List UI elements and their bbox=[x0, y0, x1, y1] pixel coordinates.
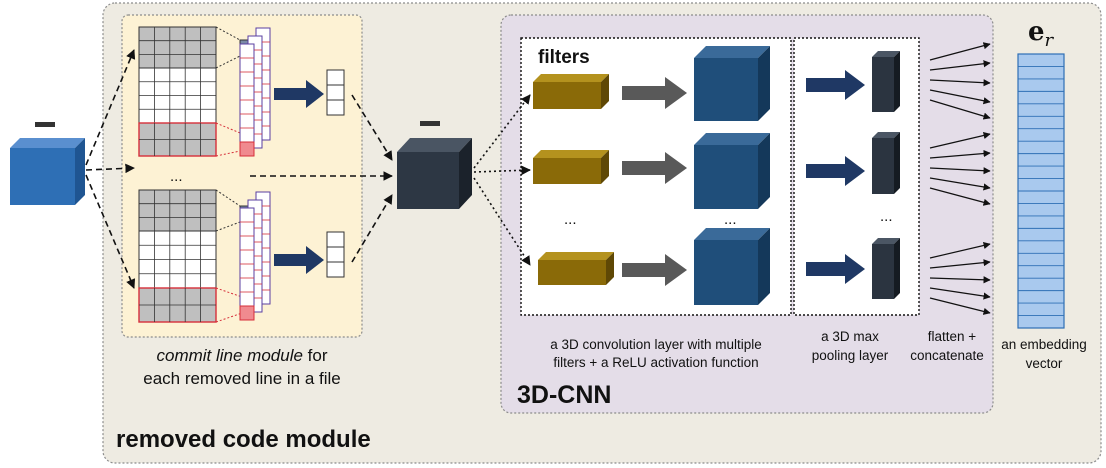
commit-matrix-upper bbox=[138, 26, 217, 157]
merged-dash-mark bbox=[420, 121, 440, 126]
commit-line-label-2: each removed line in a file bbox=[143, 369, 341, 388]
conv-label-1: a 3D convolution layer with multiple bbox=[550, 337, 762, 352]
filter-cube-1 bbox=[533, 74, 609, 109]
pool-ellipsis: ... bbox=[880, 208, 893, 225]
filter-arrows bbox=[473, 94, 531, 266]
embedding-label-1: an embedding bbox=[1001, 337, 1087, 352]
flatten-arrows bbox=[929, 42, 991, 315]
pool-arrows bbox=[806, 70, 865, 284]
pool-cube-1 bbox=[872, 51, 900, 112]
merged-cube bbox=[397, 138, 472, 209]
removed-code-module-title: removed code module bbox=[116, 426, 371, 453]
pool-label-2: pooling layer bbox=[812, 348, 889, 363]
conv-cube-2 bbox=[694, 133, 770, 209]
commit-ellipsis: ... bbox=[170, 168, 183, 185]
flatten-label-1: flatten + bbox=[928, 329, 977, 344]
commit-line-label-1: commit line module for bbox=[156, 346, 327, 365]
conv-cube-3 bbox=[694, 228, 770, 305]
grey-arrows bbox=[622, 77, 687, 286]
input-dash-mark bbox=[35, 122, 55, 127]
pool-cube-3 bbox=[872, 238, 900, 299]
filter-cube-3 bbox=[538, 252, 614, 285]
output-column-upper bbox=[326, 69, 345, 116]
embedding-label-2: vector bbox=[1026, 356, 1063, 371]
filters-label: filters bbox=[538, 47, 590, 68]
red-cell-upper bbox=[239, 141, 255, 157]
conv-cube-1 bbox=[694, 46, 770, 121]
pool-label-1: a 3D max bbox=[821, 329, 879, 344]
navy-arrow-upper bbox=[274, 80, 324, 108]
feature-column-upper-lines bbox=[240, 41, 270, 135]
conv-label-2: filters + a ReLU activation function bbox=[553, 355, 758, 370]
commit-matrix-lower bbox=[138, 189, 217, 323]
conv-ellipsis: ... bbox=[724, 211, 737, 228]
navy-arrow-lower bbox=[274, 246, 324, 274]
flatten-label-2: concatenate bbox=[910, 348, 984, 363]
embedding-title: er bbox=[1028, 17, 1055, 51]
input-cube bbox=[10, 138, 85, 205]
output-column-lower bbox=[326, 231, 345, 278]
feature-column-lower-lines bbox=[240, 205, 270, 299]
input-arrows bbox=[85, 49, 136, 289]
merge-arrows bbox=[250, 94, 393, 263]
embedding-vector bbox=[1017, 53, 1065, 329]
cnn-title: 3D-CNN bbox=[517, 381, 611, 409]
filter-cube-2 bbox=[533, 150, 609, 184]
filters-ellipsis: ... bbox=[564, 211, 577, 228]
red-cell-lower bbox=[239, 305, 255, 321]
pool-cube-2 bbox=[872, 132, 900, 194]
